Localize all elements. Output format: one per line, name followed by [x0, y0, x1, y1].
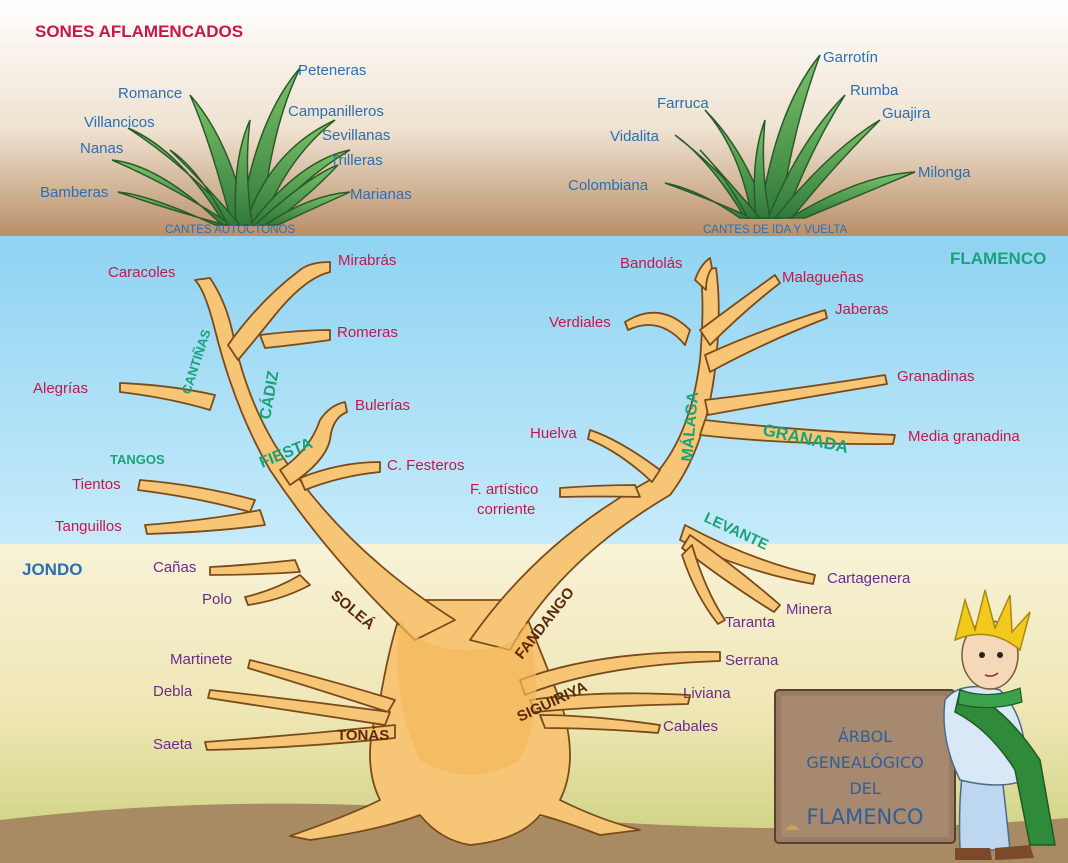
label-romeras: Romeras — [337, 324, 398, 341]
label-f-artistico: F. artístico — [470, 481, 538, 498]
title-line-4: FLAMENCO — [807, 805, 924, 829]
label-vidalita: Vidalita — [610, 128, 660, 145]
title-line-2: GENEALÓGICO — [806, 753, 923, 772]
label-bamberas: Bamberas — [40, 184, 108, 201]
label-malaguenas: Malagueñas — [782, 269, 864, 286]
label-alegrias: Alegrías — [33, 380, 88, 397]
label-bulerias: Bulerías — [355, 397, 410, 414]
label-liviana: Liviana — [683, 685, 731, 702]
label-minera: Minera — [786, 601, 833, 618]
caption-cantes-ida-vuelta: CANTES DE IDA Y VUELTA — [703, 224, 848, 236]
section-flamenco: FLAMENCO — [950, 249, 1046, 268]
label-jaberas: Jaberas — [835, 301, 888, 318]
label-cabales: Cabales — [663, 718, 718, 735]
title-line-3: DEL — [849, 779, 880, 798]
label-guajira: Guajira — [882, 105, 931, 122]
label-nanas: Nanas — [80, 140, 123, 157]
section-jondo: JONDO — [22, 560, 82, 579]
title-line-1: ÁRBOL — [838, 727, 892, 746]
label-peteneras: Peteneras — [298, 62, 366, 79]
label-taranta: Taranta — [725, 614, 776, 631]
label-caracoles: Caracoles — [108, 264, 176, 281]
label-tientos: Tientos — [72, 476, 121, 493]
label-canas: Cañas — [153, 559, 196, 576]
label-serrana: Serrana — [725, 652, 779, 669]
label-verdiales: Verdiales — [549, 314, 611, 331]
label-mirabras: Mirabrás — [338, 252, 396, 269]
branch-tangos: TANGOS — [110, 452, 165, 467]
label-villancicos: Villancicos — [84, 114, 155, 131]
label-cartagenera: Cartagenera — [827, 570, 911, 587]
caption-cantes-autoctonos: CANTES AUTÓCTONOS — [165, 223, 295, 236]
label-martinete: Martinete — [170, 651, 233, 668]
label-colombiana: Colombiana — [568, 177, 649, 194]
label-garrotin: Garrotín — [823, 49, 878, 66]
label-sevillanas: Sevillanas — [322, 127, 390, 144]
label-debla: Debla — [153, 683, 193, 700]
label-tanguillos: Tanguillos — [55, 518, 122, 535]
label-polo: Polo — [202, 591, 232, 608]
label-milonga: Milonga — [918, 164, 971, 181]
label-trilleras: Trilleras — [330, 152, 383, 169]
trunk-tonas: TONÁS — [337, 727, 389, 744]
label-romance: Romance — [118, 85, 182, 102]
label-c-festeros: C. Festeros — [387, 457, 465, 474]
label-bandolas: Bandolás — [620, 255, 683, 272]
label-rumba: Rumba — [850, 82, 899, 99]
label-campanilleros: Campanilleros — [288, 103, 384, 120]
label-marianas: Marianas — [350, 186, 412, 203]
label-saeta: Saeta — [153, 736, 193, 753]
label-farruca: Farruca — [657, 95, 709, 112]
label-media-granadina: Media granadina — [908, 428, 1020, 445]
label-huelva: Huelva — [530, 425, 577, 442]
label-granadinas: Granadinas — [897, 368, 975, 385]
section-sones: SONES AFLAMENCADOS — [35, 22, 243, 41]
label-corriente: corriente — [477, 501, 535, 518]
